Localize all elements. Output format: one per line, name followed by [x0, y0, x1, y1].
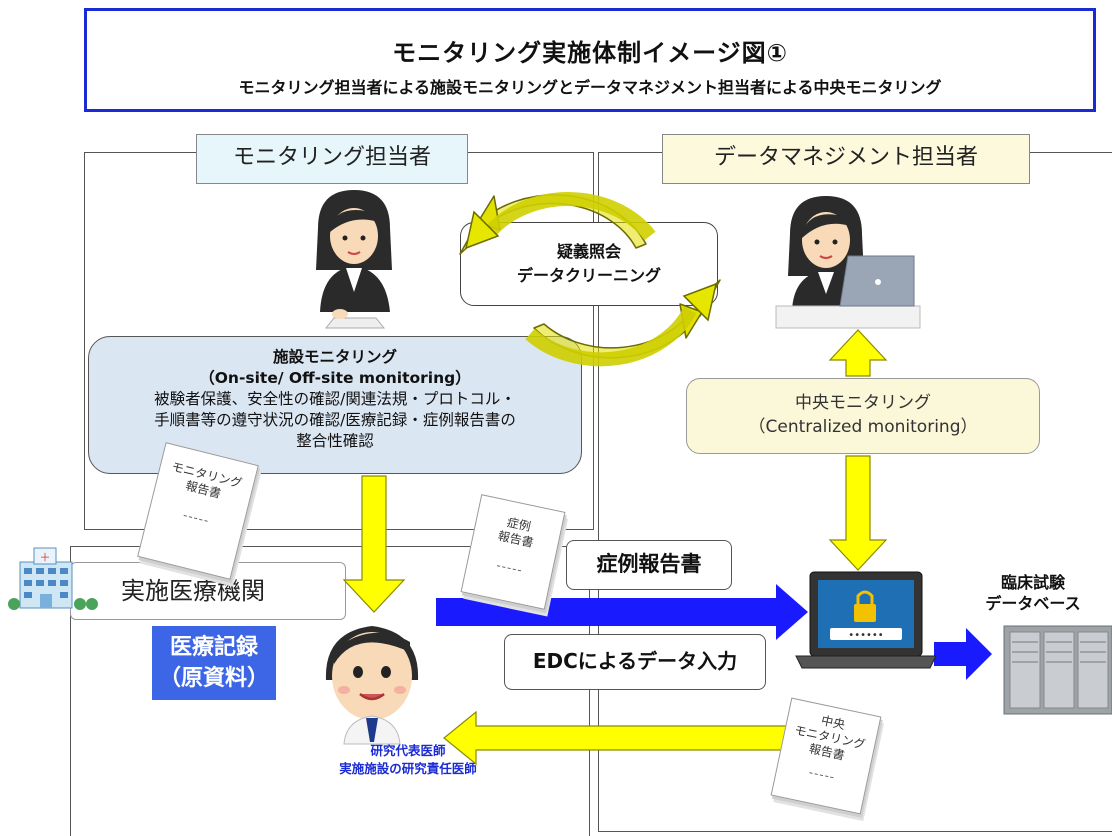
monitor-role-box: モニタリング担当者 [196, 134, 468, 184]
monitor-role-label: モニタリング担当者 [232, 145, 431, 170]
record-line2: （原資料） [158, 666, 269, 691]
onsite-line2: 手順書等の遵守状況の確認/医療記録・症例報告書の [154, 411, 516, 429]
cycle-band [484, 192, 697, 367]
svg-text:••••••: •••••• [848, 630, 883, 641]
doctor-line2: 実施施設の研究責任医師 [339, 761, 477, 776]
doctor-line1: 研究代表医師 [370, 743, 446, 758]
database-line2: データベース [985, 594, 1081, 613]
site-label: 実施医療機関 [121, 577, 265, 605]
yellow-arrow-down-onsite [342, 475, 406, 613]
doctor-icon [325, 626, 419, 745]
crf-label: 症例報告書 [596, 552, 702, 576]
onsite-title: 施設モニタリング [272, 348, 397, 366]
onsite-line3: 整合性確認 [296, 432, 374, 450]
hospital-icon: ＋ [8, 547, 98, 610]
database-label: 臨床試験 データベース [968, 572, 1098, 614]
svg-text:＋: ＋ [40, 551, 51, 564]
yellow-arrow-central-up [828, 329, 888, 377]
cycle-arrow-heads [464, 210, 718, 322]
data-manager-role-label: データマネジメント担当者 [713, 145, 978, 170]
crf-label-box: 症例報告書 [566, 540, 732, 590]
case-report-dashes: ----- [495, 558, 525, 578]
query-line1: 疑義照会 [556, 242, 621, 261]
onsite-subtitle: （On-site/ Off-site monitoring） [199, 369, 471, 387]
onsite-line1: 被験者保護、安全性の確認/関連法規・プロトコル・ [154, 390, 516, 408]
record-line1: 医療記録 [169, 635, 258, 660]
page-subtitle: モニタリング担当者による施設モニタリングとデータマネジメント担当者による中央モニ… [238, 78, 942, 97]
data-manager-role-box: データマネジメント担当者 [662, 134, 1030, 184]
database-line1: 臨床試験 [1000, 573, 1065, 592]
edc-label: EDCによるデータ入力 [532, 649, 738, 673]
query-box: 疑義照会 データクリーニング [460, 222, 718, 306]
data-manager-icon [775, 196, 921, 329]
blue-arrow-database [934, 628, 992, 680]
medical-record-box: 医療記録 （原資料） [152, 626, 276, 700]
yellow-arrow-central-down [828, 455, 888, 571]
query-line2: データクリーニング [516, 266, 661, 285]
central-monitoring-box: 中央モニタリング （Centralized monitoring） [686, 378, 1040, 454]
onsite-monitoring-box: 施設モニタリング （On-site/ Off-site monitoring） … [88, 336, 582, 474]
edc-label-box: EDCによるデータ入力 [504, 634, 766, 690]
site-frame [70, 546, 590, 836]
title-box: モニタリング実施体制イメージ図① モニタリング担当者による施設モニタリングとデー… [84, 8, 1096, 112]
yellow-arrow-left-report [443, 710, 801, 766]
page-title: モニタリング実施体制イメージ図① [392, 39, 788, 67]
monitoring-report-dashes: ----- [181, 507, 211, 528]
doctor-label: 研究代表医師 実施施設の研究責任医師 [318, 742, 498, 778]
central-line2: （Centralized monitoring） [748, 417, 978, 437]
monitor-person-icon [316, 190, 392, 329]
laptop-lock-icon: •••••• [795, 571, 937, 669]
central-line1: 中央モニタリング [795, 393, 931, 413]
server-icon [1003, 625, 1112, 715]
